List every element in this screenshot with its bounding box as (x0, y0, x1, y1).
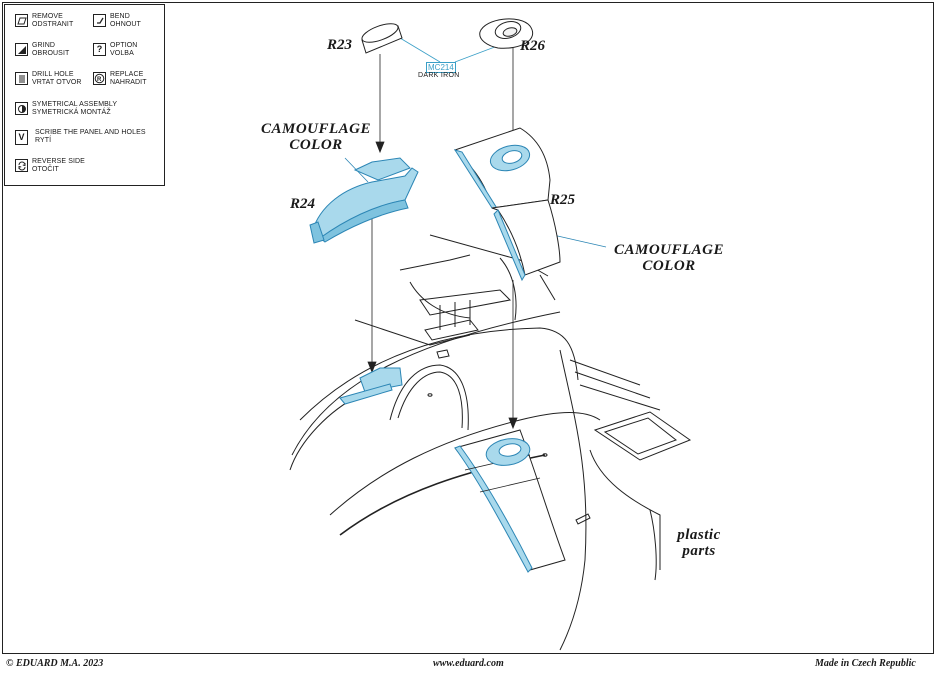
installed-r24 (339, 367, 403, 405)
legend-label: REMOVE (32, 13, 63, 20)
camouflage-callout-left: CAMOUFLAGE COLOR (253, 121, 379, 153)
symmetrical-assembly-icon (15, 102, 28, 115)
callout-line-2: COLOR (289, 137, 343, 153)
legend-label-cz: SYMETRICKÁ MONTÁŽ (32, 109, 111, 116)
strut-line (649, 509, 657, 581)
part-r23 (361, 23, 403, 54)
wing-root-lines (569, 359, 661, 411)
small-hole-2 (542, 453, 548, 457)
wheel-well-curve (589, 449, 661, 570)
fuselage-top-outline (299, 327, 579, 421)
part-r24 (309, 157, 419, 244)
legend-label-cz: OHNOUT (110, 21, 141, 28)
legend-label: OPTION (110, 42, 138, 49)
legend-label-cz: VRTAT OTVOR (32, 79, 82, 86)
frame-detail-1 (419, 289, 512, 316)
legend-label: GRIND (32, 42, 56, 49)
hatch-inner (603, 417, 678, 455)
small-hole-1 (427, 393, 433, 397)
frame-rib-1 (439, 300, 471, 330)
nacelle-inner-curve (389, 364, 469, 431)
frame-line-a (354, 319, 471, 346)
paint-code-badge: MC214 (426, 62, 456, 73)
callout-line-2: COLOR (642, 258, 696, 274)
frame-line-b (399, 254, 471, 271)
legend-label-cz: NAHRADIT (110, 79, 147, 86)
reverse-side-icon (15, 159, 28, 172)
part-r26 (479, 18, 533, 49)
nacelle-inner-curve-2 (397, 371, 463, 429)
legend-label: REVERSE SIDE (32, 158, 85, 165)
small-slot (575, 513, 591, 525)
scribe-icon: V (15, 130, 28, 145)
legend-label: REPLACE (110, 71, 144, 78)
hatch-outline (593, 411, 692, 461)
drawing-frame (2, 2, 934, 654)
guide-r23-arrow (375, 141, 385, 154)
part-label-r26: R26 (520, 38, 546, 54)
frame-line-c (429, 234, 549, 277)
installed-r25 (454, 429, 566, 573)
legend-label-cz: OBROUSIT (32, 50, 70, 57)
guide-r25-arrow (508, 417, 518, 430)
part-label-r25: R25 (550, 192, 576, 208)
legend-label: SYMETRICAL ASSEMBLY (32, 101, 118, 108)
guide-r24-arrow (367, 361, 377, 374)
panel-line-1 (499, 257, 517, 321)
frame-line-d (409, 281, 471, 319)
fuselage-lower-outline (329, 412, 601, 516)
legend-label-cz: OTOČIT (32, 166, 59, 173)
paint-leader-r23 (399, 37, 441, 63)
option-icon: ? (93, 43, 106, 56)
callout-line-1: CAMOUFLAGE (260, 121, 372, 137)
camouflage-callout-right: CAMOUFLAGE COLOR (606, 242, 732, 274)
paint-leader-r26 (454, 44, 501, 63)
legend-label: DRILL HOLE (32, 71, 74, 78)
right-bulkhead (559, 349, 587, 651)
fuselage-upper-edge (291, 311, 561, 456)
left-rim (289, 394, 361, 471)
footer-website[interactable]: www.eduard.com (433, 658, 504, 669)
plastic-parts-callout: plastic parts (664, 527, 734, 559)
drill-hole-icon (15, 72, 28, 85)
grind-icon (15, 43, 28, 56)
bend-icon (93, 14, 106, 27)
callout-line-1: CAMOUFLAGE (613, 242, 725, 258)
legend-label: SCRIBE THE PANEL AND HOLES (35, 129, 146, 136)
panel-line-2 (539, 274, 556, 301)
remove-icon (15, 14, 28, 27)
part-label-r24: R24 (290, 196, 316, 212)
legend-label: BEND (110, 13, 130, 20)
callout-line-1: plastic (677, 527, 721, 543)
small-knob (436, 349, 450, 359)
paint-name: DARK IRON (418, 72, 460, 79)
part-label-r23: R23 (327, 37, 353, 53)
legend-label-cz: RYTÍ (35, 137, 52, 144)
callout-line-2: parts (682, 543, 716, 559)
legend-label-cz: ODSTRANIT (32, 21, 74, 28)
part-r25 (453, 127, 561, 282)
replace-icon: R (93, 72, 106, 85)
legend-label-cz: VOLBA (110, 50, 134, 57)
footer-origin: Made in Czech Republic (815, 658, 916, 669)
footer-copyright: © EDUARD M.A. 2023 (6, 658, 104, 669)
svg-text:R: R (97, 77, 102, 83)
